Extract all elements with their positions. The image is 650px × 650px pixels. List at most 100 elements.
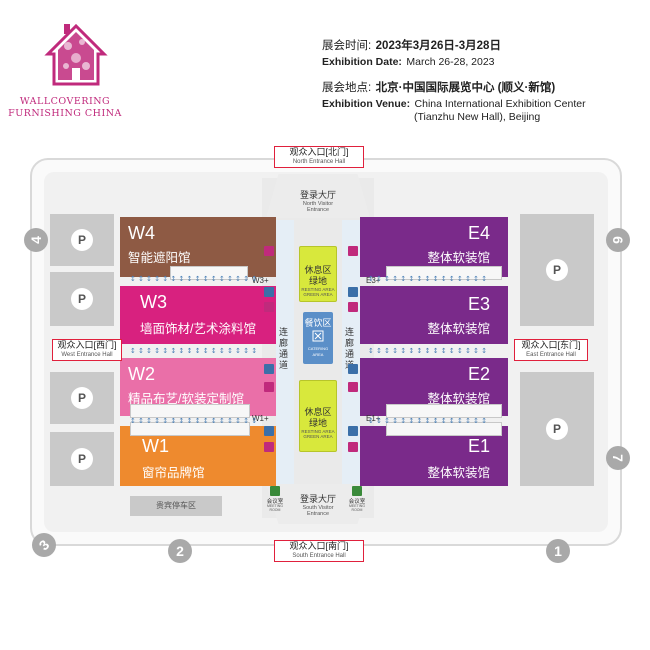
south-entrance-en: South Entrance Hall xyxy=(292,553,346,559)
venue-label: 展会地点: xyxy=(322,82,372,94)
rest-area-north: 休息区 绿地 RESTING AREA GREEN AREA xyxy=(299,246,337,302)
hall-e3[interactable]: E3 整体软装馆 xyxy=(360,286,508,344)
service-icon xyxy=(348,426,358,436)
time-label: 展会时间: xyxy=(322,40,372,52)
vip-parking-label: 贵宾停车区 xyxy=(156,501,196,510)
service-icon xyxy=(348,287,358,297)
venue-value: 北京·中国国际展览中心 (顺义·新馆) xyxy=(375,82,556,94)
parking-lot: P xyxy=(50,214,114,266)
restroom-icon xyxy=(348,442,358,452)
restroom-icon xyxy=(264,382,274,392)
meeting-room-icon xyxy=(352,486,362,496)
restroom-icon xyxy=(264,302,274,312)
label-e1plus: E1+ xyxy=(366,414,381,423)
service-icon xyxy=(264,364,274,374)
gate-4: 4 xyxy=(24,228,48,252)
passage-arrow-icon: ↕ ↕ ↕ ↕ ↕ ↕ ↕ ↕ ↕ ↕ ↕ ↕ ↕ ↕ ↕ ↕ xyxy=(130,417,258,425)
south-entrance[interactable]: 观众入口[南门] South Entrance Hall xyxy=(274,540,364,562)
restroom-icon xyxy=(348,302,358,312)
hall-w2-code: W2 xyxy=(128,364,155,384)
hall-e4-name: 整体软装馆 xyxy=(427,251,490,265)
logo-house-icon xyxy=(44,23,108,86)
corridor-left xyxy=(276,220,294,484)
service-icon xyxy=(348,364,358,374)
restroom-icon xyxy=(264,442,274,452)
hall-e1-bay xyxy=(386,422,502,436)
west-entrance[interactable]: 观众入口[西门] West Entrance Hall xyxy=(52,339,122,361)
west-entrance-cn: 观众入口[西门] xyxy=(57,340,117,350)
south-entrance-cn: 观众入口[南门] xyxy=(289,541,349,551)
restroom-icon xyxy=(348,246,358,256)
hall-e1-name: 整体软装馆 xyxy=(427,466,490,480)
hall-e1-code: E1 xyxy=(467,436,490,456)
meeting-room-icon xyxy=(270,486,280,496)
north-lobby-en-2: Entrance xyxy=(306,207,329,213)
hall-w1-name: 窗帘品牌馆 xyxy=(142,466,205,480)
vip-parking: 贵宾停车区 xyxy=(130,496,222,516)
south-lobby-cn: 登录大厅 xyxy=(299,494,336,504)
east-entrance-cn: 观众入口[东门] xyxy=(521,340,581,350)
venue-en-label: Exhibition Venue: xyxy=(322,98,411,110)
hall-e2-bay xyxy=(386,404,502,418)
north-entrance-en: North Entrance Hall xyxy=(292,159,346,165)
passage-arrow-icon: ↕ ↕ ↕ ↕ ↕ ↕ ↕ ↕ ↕ ↕ ↕ ↕ ↕ ↕ ↕ xyxy=(368,275,488,283)
south-lobby-label: 登录大厅 South Visitor Entrance xyxy=(278,492,358,517)
passage-arrow-icon: ↕ ↕ ↕ ↕ ↕ ↕ ↕ ↕ ↕ ↕ ↕ ↕ ↕ ↕ ↕ xyxy=(368,347,488,355)
exhibition-time: 展会时间: 2023年3月26日-3月28日 xyxy=(322,36,501,54)
passage-arrow-icon: ↕ ↕ ↕ ↕ ↕ ↕ ↕ ↕ ↕ ↕ ↕ ↕ ↕ ↕ ↕ xyxy=(368,417,488,425)
hall-e1[interactable]: E1 整体软装馆 xyxy=(360,426,508,486)
gate-1: 1 xyxy=(546,539,570,563)
west-entrance-en: West Entrance Hall xyxy=(61,352,113,358)
hall-w3-code: W3 xyxy=(140,292,167,312)
hall-w3[interactable]: W3 墙面饰材/艺术涂料馆 xyxy=(120,286,276,344)
hall-w4-code: W4 xyxy=(128,223,155,243)
parking-lot: P xyxy=(50,432,114,486)
restroom-icon xyxy=(348,382,358,392)
gate-2: 2 xyxy=(168,539,192,563)
parking-lot: P xyxy=(50,272,114,326)
south-lobby-en-2: Entrance xyxy=(306,511,329,517)
hall-e4-code: E4 xyxy=(467,223,490,243)
service-icon xyxy=(264,287,274,297)
gate-7: 7 xyxy=(606,446,630,470)
hall-w4-bay xyxy=(170,266,248,280)
parking-lot: P xyxy=(520,214,594,326)
dining-icon xyxy=(312,330,324,342)
north-lobby xyxy=(266,174,370,218)
north-lobby-label: 登录大厅 North Visitor Entrance xyxy=(278,188,358,213)
venue-en-value: China International Exhibition Center xyxy=(414,98,586,110)
north-entrance[interactable]: 观众入口[北门] North Entrance Hall xyxy=(274,146,364,168)
exhibition-date: Exhibition Date: March 26-28, 2023 xyxy=(322,52,495,70)
label-w3plus: W3+ xyxy=(252,276,269,285)
label-e3plus: E3+ xyxy=(366,276,381,285)
rest-area-south: 休息区 绿地 RESTING AREA GREEN AREA xyxy=(299,380,337,452)
logo: WALLCOVERING FURNISHING CHINA xyxy=(8,20,140,120)
exhibition-venue-en: Exhibition Venue: China International Ex… xyxy=(322,94,586,112)
date-value: March 26-28, 2023 xyxy=(406,56,495,68)
date-label: Exhibition Date: xyxy=(322,56,402,68)
hall-w1-code: W1 xyxy=(142,436,169,456)
parking-lot: P xyxy=(50,372,114,424)
logo-line-2: FURNISHING CHINA xyxy=(8,108,122,119)
parking-lot: P xyxy=(520,372,594,486)
east-entrance-en: East Entrance Hall xyxy=(526,352,576,358)
hall-w3-name: 墙面饰材/艺术涂料馆 xyxy=(140,322,256,336)
east-entrance[interactable]: 观众入口[东门] East Entrance Hall xyxy=(514,339,588,361)
hall-w2-name: 精品布艺/软装定制馆 xyxy=(128,392,244,406)
hall-w1[interactable]: W1 窗帘品牌馆 xyxy=(120,426,276,486)
hall-e3-code: E3 xyxy=(467,294,490,314)
catering-area: 餐饮区 CATERING AREA xyxy=(303,312,333,364)
hall-e3-name: 整体软装馆 xyxy=(427,322,490,336)
hall-e2-code: E2 xyxy=(467,364,490,384)
time-value: 2023年3月26日-3月28日 xyxy=(375,40,501,52)
restroom-icon xyxy=(264,246,274,256)
passage-arrow-icon: ↕ ↕ ↕ ↕ ↕ ↕ ↕ ↕ ↕ ↕ ↕ ↕ ↕ ↕ ↕ ↕ xyxy=(130,275,258,283)
venue-en-value-2: (Tianzhu New Hall), Beijing xyxy=(414,111,541,123)
north-lobby-en-1: North Visitor xyxy=(302,201,334,207)
corridor-left-label: 连廊通道 xyxy=(279,327,289,370)
corridor-right xyxy=(342,220,360,484)
service-icon xyxy=(264,426,274,436)
passage-arrow-icon: ↕ ↕ ↕ ↕ ↕ ↕ ↕ ↕ ↕ ↕ ↕ ↕ ↕ ↕ ↕ ↕ xyxy=(130,347,258,355)
exhibition-venue: 展会地点: 北京·中国国际展览中心 (顺义·新馆) xyxy=(322,78,555,96)
label-w1plus: W1+ xyxy=(252,414,269,423)
